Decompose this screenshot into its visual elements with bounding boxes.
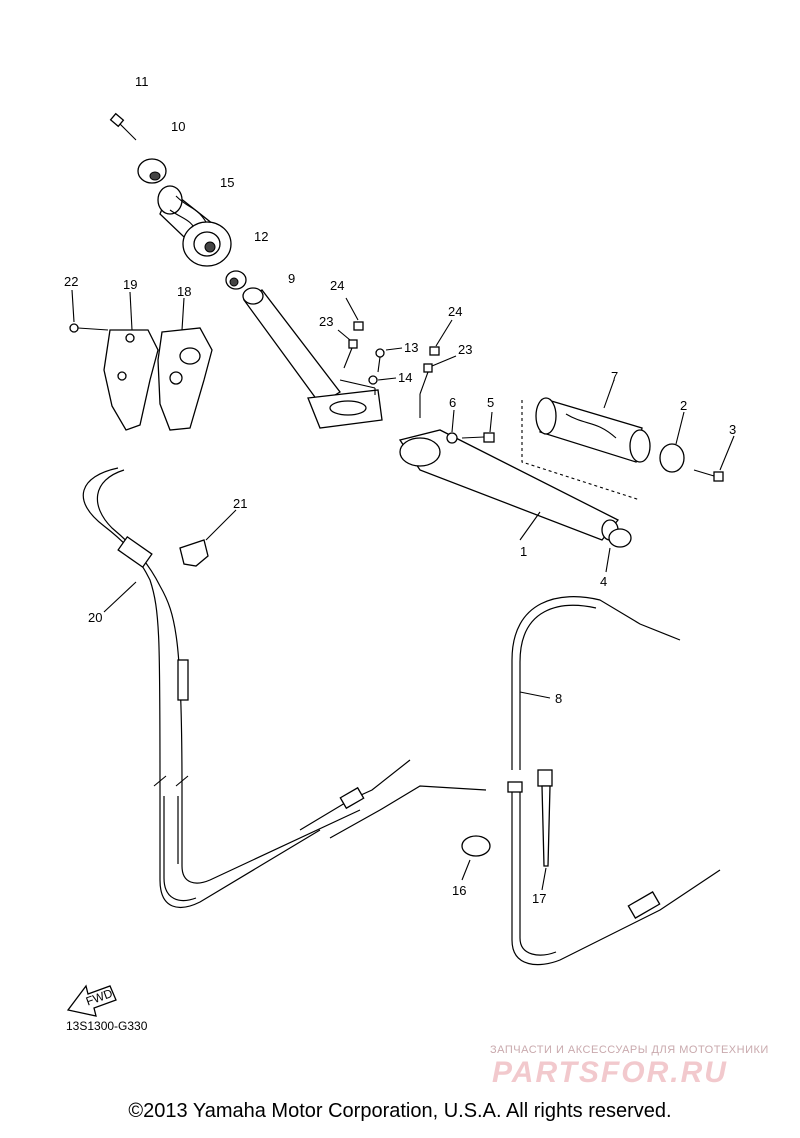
callout-6: 6 <box>449 395 456 410</box>
callout-18: 18 <box>177 284 191 299</box>
right-handlebar-1 <box>398 429 620 541</box>
washer-14 <box>368 375 397 385</box>
grip-end-weight-10 <box>137 158 167 184</box>
callout-23-right: 23 <box>458 342 472 357</box>
diagram-code: 13S1300-G330 <box>66 1019 148 1033</box>
switch-housing-upper-18 <box>157 297 213 431</box>
screw-13 <box>375 347 403 373</box>
washer-6 <box>446 409 458 444</box>
callout-24-left: 24 <box>330 278 344 293</box>
cap-24-right <box>429 319 453 356</box>
callout-13: 13 <box>404 340 418 355</box>
cap-24-left <box>345 297 364 331</box>
callout-17: 17 <box>532 891 546 906</box>
screw-11 <box>109 112 137 141</box>
callout-7: 7 <box>611 369 618 384</box>
callout-24-right: 24 <box>448 304 462 319</box>
bolt-5 <box>461 411 495 443</box>
watermark-logo: PARTSFOR.RU <box>492 1056 728 1089</box>
bolt-23-right <box>419 355 457 418</box>
callout-2: 2 <box>680 398 687 413</box>
collar-12 <box>225 270 247 290</box>
copyright-notice: ©2013 Yamaha Motor Corporation, U.S.A. A… <box>128 1100 672 1122</box>
switch-housing-lower-19 <box>103 291 159 431</box>
callout-8: 8 <box>555 691 562 706</box>
grip-end-2 <box>659 411 685 473</box>
clutch-cable-8 <box>507 596 721 966</box>
callout-23-left: 23 <box>319 314 333 329</box>
left-handlebar-9 <box>242 287 383 429</box>
screw-3 <box>693 435 735 482</box>
callout-12: 12 <box>254 229 268 244</box>
bolt-23-left <box>337 329 358 369</box>
throttle-cable-20 <box>82 467 487 909</box>
callout-20: 20 <box>88 610 102 625</box>
callout-5: 5 <box>487 395 494 410</box>
collar-4 <box>605 528 632 573</box>
callout-11: 11 <box>135 74 149 89</box>
callout-16: 16 <box>452 883 466 898</box>
cable-holder-21 <box>179 509 237 567</box>
throttle-grip-15 <box>157 185 232 267</box>
fwd-arrow <box>66 984 117 1017</box>
cable-tie-17 <box>537 769 553 891</box>
callout-4: 4 <box>600 574 607 589</box>
callout-19: 19 <box>123 277 137 292</box>
callout-1: 1 <box>520 544 527 559</box>
callout-21: 21 <box>233 496 247 511</box>
callout-15: 15 <box>220 175 234 190</box>
grip-7 <box>535 379 651 463</box>
watermark-tagline: ЗАПЧАСТИ И АКСЕССУАРЫ ДЛЯ МОТОТЕХНИКИ <box>490 1044 769 1056</box>
callout-10: 10 <box>171 119 185 134</box>
grip-group-outline <box>521 400 641 501</box>
clamp-16 <box>461 835 491 881</box>
callout-22: 22 <box>64 274 78 289</box>
callout-9: 9 <box>288 271 295 286</box>
callout-3: 3 <box>729 422 736 437</box>
callout-14: 14 <box>398 370 412 385</box>
screw-22 <box>69 289 109 333</box>
